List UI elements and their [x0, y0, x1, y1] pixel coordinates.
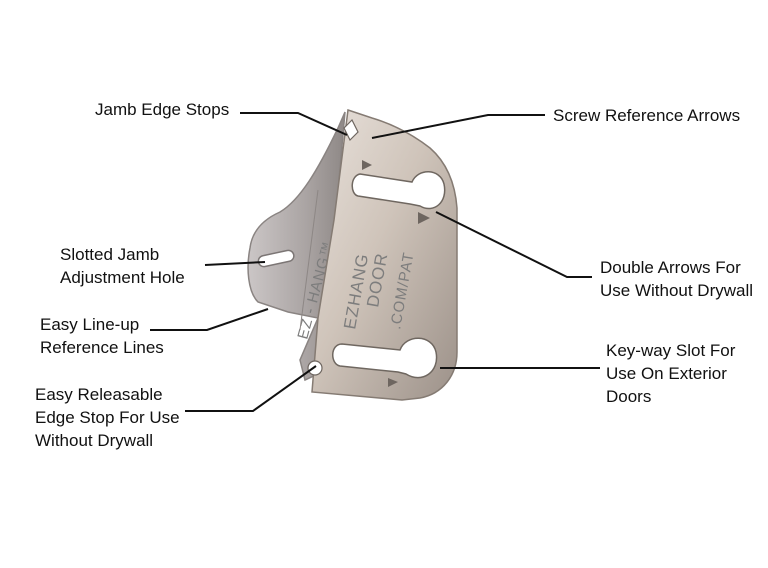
jamb-edge-stop: [343, 118, 359, 142]
label-double-arrows: Double Arrows For Use Without Drywall: [600, 256, 753, 302]
label-easy-releasable: Easy Releasable Edge Stop For Use Withou…: [35, 383, 180, 452]
label-slotted-jamb: Slotted Jamb Adjustment Hole: [60, 243, 185, 289]
leader-easy-releasable: [185, 365, 317, 412]
label-line: Easy Line-up: [40, 315, 140, 334]
upper-keyway-slot: [351, 171, 446, 210]
leader-slotted-jamb: [204, 261, 266, 266]
label-line: Slotted Jamb: [60, 245, 160, 264]
reference-line: [299, 189, 319, 331]
label-easy-lineup: Easy Line-up Reference Lines: [40, 313, 164, 359]
label-line: Double Arrows For: [600, 258, 741, 277]
screw-reference-arrow: [362, 160, 372, 170]
double-arrow-upper: [418, 212, 430, 224]
releasable-edge-stop: [307, 360, 323, 376]
leader-double-arrows: [435, 211, 592, 278]
label-keyway-slot: Key-way Slot For Use On Exterior Doors: [606, 339, 735, 408]
label-screw-reference-arrows: Screw Reference Arrows: [553, 104, 740, 127]
label-line: Reference Lines: [40, 338, 164, 357]
label-jamb-edge-stops: Jamb Edge Stops: [95, 98, 229, 121]
label-line: Adjustment Hole: [60, 268, 185, 287]
label-line: Easy Releasable: [35, 385, 163, 404]
leader-jamb-edge-stops: [240, 112, 348, 136]
label-line: Use On Exterior: [606, 364, 727, 383]
label-line: Screw Reference Arrows: [553, 106, 741, 125]
label-line: Key-way Slot For: [606, 341, 736, 360]
double-arrow-lower: [388, 378, 398, 387]
leader-screw-reference-arrows: [371, 114, 545, 139]
label-line: Edge Stop For Use: [35, 408, 180, 427]
label-line: Use Without Drywall: [600, 281, 754, 300]
label-line: Jamb Edge Stops: [95, 100, 230, 119]
label-line: Without Drywall: [35, 431, 154, 450]
leader-lines: [150, 112, 600, 412]
label-line: Doors: [606, 387, 652, 406]
leader-easy-lineup: [150, 308, 269, 331]
face-plate: EZHANG DOOR .COM/PAT: [307, 108, 458, 401]
lower-keyway-slot: [332, 337, 438, 379]
